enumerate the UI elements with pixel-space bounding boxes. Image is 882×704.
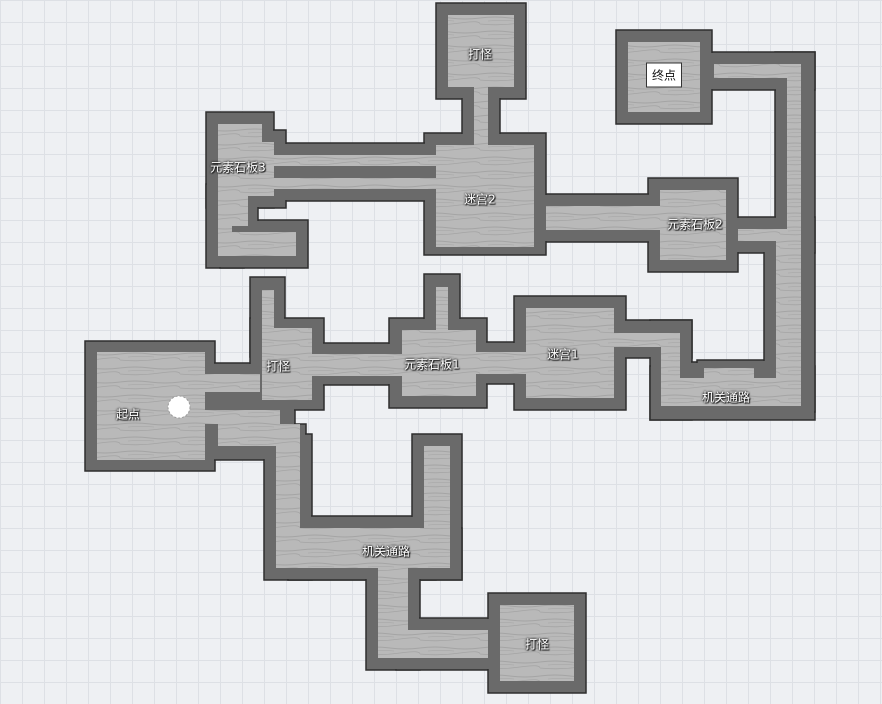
floor-tile	[660, 190, 726, 260]
floor-tile	[378, 568, 408, 658]
floor-tile	[500, 605, 574, 681]
floor-tile	[232, 196, 248, 226]
floor-tile	[218, 196, 232, 256]
player-token-icon[interactable]	[167, 395, 191, 419]
floor-tile	[300, 540, 450, 568]
floor-tile	[738, 229, 801, 241]
floor-tile	[262, 142, 274, 196]
floor-tile	[402, 330, 476, 396]
floor-tile	[274, 178, 436, 189]
floor-tile	[474, 87, 488, 145]
floors	[97, 15, 801, 681]
floor-tile	[680, 378, 696, 390]
floor-tile	[218, 424, 300, 446]
floor-tile	[704, 368, 754, 388]
floor-tile	[274, 155, 436, 166]
floor-tile	[448, 15, 514, 87]
floor-tile	[436, 287, 448, 332]
floor-tile	[476, 352, 526, 374]
room-label-goal: 终点	[645, 62, 683, 88]
floor-tile	[205, 410, 280, 424]
floor-tile	[436, 145, 534, 247]
floor-tile	[776, 241, 790, 381]
floor-tile	[205, 374, 260, 392]
floor-tile	[714, 64, 801, 78]
floor-tile	[408, 630, 488, 658]
floor-tile	[232, 232, 296, 256]
floor-tile	[526, 308, 614, 398]
floor-tile	[546, 206, 660, 230]
floor-tile	[312, 354, 402, 376]
floor-tile	[262, 328, 312, 400]
floor-tile	[218, 124, 262, 196]
floor-tile	[276, 446, 300, 568]
